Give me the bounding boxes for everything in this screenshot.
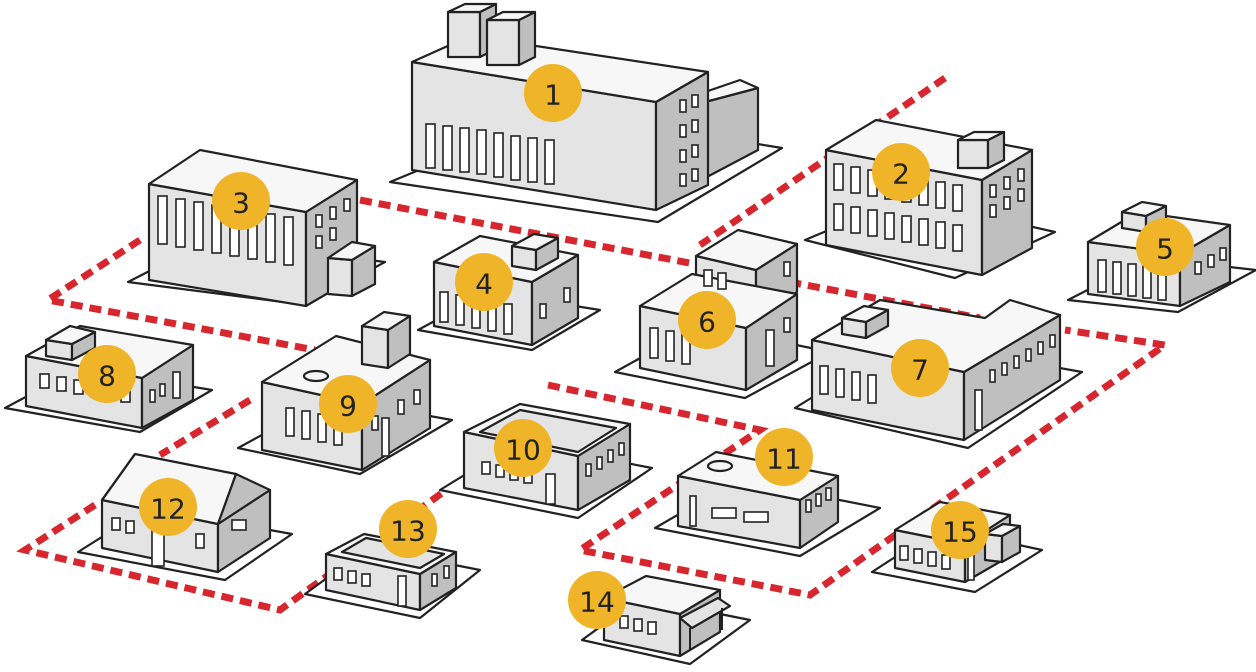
badge-9: 9 bbox=[319, 375, 377, 433]
badge-4: 4 bbox=[455, 253, 513, 311]
badge-7: 7 bbox=[891, 339, 949, 397]
road-segment bbox=[698, 75, 947, 248]
badge-4-circle bbox=[455, 253, 513, 311]
badge-13-label: 13 bbox=[390, 515, 426, 548]
badge-14: 14 bbox=[568, 571, 626, 629]
badge-3-label: 3 bbox=[232, 187, 250, 220]
building-3 bbox=[126, 148, 387, 308]
badge-13: 13 bbox=[379, 500, 437, 558]
building-11 bbox=[653, 450, 882, 558]
badge-9-circle bbox=[319, 375, 377, 433]
badge-2-circle bbox=[872, 143, 930, 201]
badge-7-label: 7 bbox=[911, 354, 929, 387]
badge-14-circle bbox=[568, 571, 626, 629]
badge-5-circle bbox=[1136, 218, 1194, 276]
building-7 bbox=[793, 298, 1084, 450]
badge-1-label: 1 bbox=[544, 79, 562, 112]
badge-6-label: 6 bbox=[698, 306, 716, 339]
badge-10-label: 10 bbox=[505, 434, 541, 467]
badge-8: 8 bbox=[78, 345, 136, 403]
badge-8-label: 8 bbox=[98, 360, 116, 393]
road-segment bbox=[547, 326, 1175, 599]
badge-7-circle bbox=[891, 339, 949, 397]
badge-2: 2 bbox=[872, 143, 930, 201]
badge-9-label: 9 bbox=[339, 390, 357, 423]
building-14 bbox=[580, 574, 752, 666]
badge-8-circle bbox=[78, 345, 136, 403]
badge-5-label: 5 bbox=[1156, 233, 1174, 266]
building-13 bbox=[303, 532, 482, 620]
badge-3: 3 bbox=[212, 172, 270, 230]
badge-1: 1 bbox=[524, 64, 582, 122]
badge-2-label: 2 bbox=[892, 158, 910, 191]
badge-12-circle bbox=[139, 478, 197, 536]
badge-1-circle bbox=[524, 64, 582, 122]
badge-5: 5 bbox=[1136, 218, 1194, 276]
road-segment bbox=[158, 397, 252, 458]
badge-15: 15 bbox=[931, 501, 989, 559]
road-segment bbox=[38, 237, 316, 354]
building-6 bbox=[613, 228, 832, 400]
badge-14-label: 14 bbox=[579, 586, 615, 619]
badge-15-label: 15 bbox=[942, 516, 978, 549]
badge-10-circle bbox=[494, 419, 552, 477]
badge-6-circle bbox=[678, 291, 736, 349]
building-1 bbox=[388, 2, 784, 224]
badge-11: 11 bbox=[755, 428, 813, 486]
badge-12: 12 bbox=[139, 478, 197, 536]
badge-10: 10 bbox=[494, 419, 552, 477]
building-2 bbox=[803, 118, 1057, 280]
badge-11-label: 11 bbox=[766, 443, 802, 476]
badge-13-circle bbox=[379, 500, 437, 558]
badge-4-label: 4 bbox=[475, 268, 493, 301]
badge-6: 6 bbox=[678, 291, 736, 349]
badge-11-circle bbox=[755, 428, 813, 486]
badge-3-circle bbox=[212, 172, 270, 230]
building-12 bbox=[76, 452, 294, 582]
badge-12-label: 12 bbox=[150, 493, 186, 526]
badge-15-circle bbox=[931, 501, 989, 559]
